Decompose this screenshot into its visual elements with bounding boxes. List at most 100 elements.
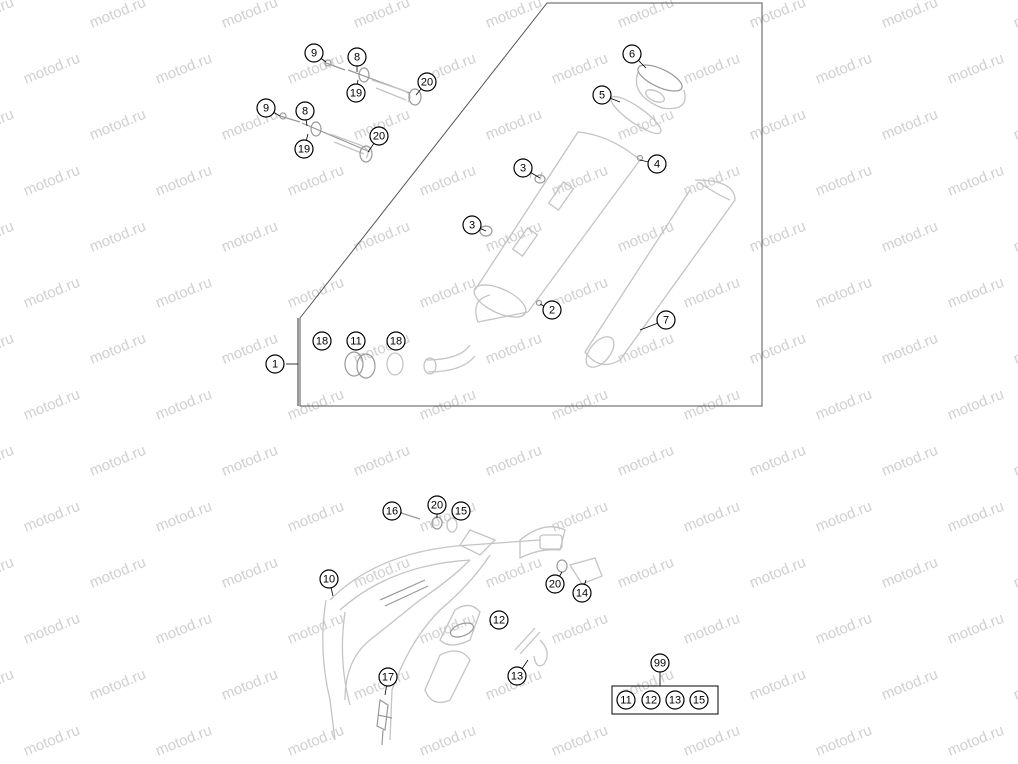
watermark-text: motod.ru (681, 610, 742, 648)
kit-box-bubble (616, 690, 636, 710)
watermark-text: motod.ru (21, 722, 82, 760)
callout-bubble (312, 331, 332, 351)
watermark-text: motod.ru (747, 442, 808, 480)
callout-bubble (346, 83, 366, 103)
callout-c6: 6 (622, 44, 642, 64)
spring-and-clamp-parts (424, 557, 603, 704)
callout-label: 14 (576, 588, 588, 600)
watermark-text: motod.ru (747, 330, 808, 368)
watermark-text: motod.ru (747, 0, 808, 32)
callout-c20b: 20 (369, 126, 389, 146)
callout-c11: 11 (346, 331, 366, 351)
lambda-sensor (376, 698, 393, 746)
callout-bubble (319, 569, 339, 589)
end-cap-gasket (610, 95, 662, 135)
callout-label: 8 (354, 52, 360, 64)
watermark-text: motod.ru (219, 666, 280, 704)
callout-label: 20 (421, 77, 433, 89)
watermark-text: motod.ru (879, 218, 940, 256)
watermark-text: motod.ru (1011, 106, 1018, 144)
callout-label: 19 (298, 144, 310, 156)
leader-lines (286, 318, 661, 686)
watermark-text: motod.ru (219, 442, 280, 480)
callout-label: 5 (599, 90, 605, 102)
callout-label: 20 (431, 500, 443, 512)
watermark-text: motod.ru (285, 162, 346, 200)
callout-c17: 17 (378, 667, 398, 687)
callout-bubble (378, 667, 398, 687)
watermark-text: motod.ru (87, 106, 148, 144)
watermark-text: motod.ru (21, 610, 82, 648)
watermark-text: motod.ru (285, 722, 346, 760)
watermark-text: motod.ru (549, 610, 610, 648)
connection-rings (344, 344, 476, 379)
watermark-text: motod.ru (879, 330, 940, 368)
callout-label: 10 (323, 574, 335, 586)
kit-box-item: 11 (616, 690, 636, 710)
watermark-text: motod.ru (87, 330, 148, 368)
watermark-text: motod.ru (351, 442, 412, 480)
watermark-text: motod.ru (0, 218, 16, 256)
watermark-text: motod.ru (681, 386, 742, 424)
watermark-text: motod.ru (483, 442, 544, 480)
callout-c9a: 9 (304, 43, 324, 63)
watermark-text: motod.ru (879, 442, 940, 480)
callout-bubble (369, 126, 389, 146)
watermark-text: motod.ru (21, 162, 82, 200)
callout-label: 19 (350, 88, 362, 100)
watermark-text: motod.ru (87, 554, 148, 592)
watermark-text: motod.ru (945, 610, 1006, 648)
callout-bubble (382, 501, 402, 521)
watermark-text: motod.ru (219, 0, 280, 32)
kit-box-label: 13 (669, 695, 681, 707)
watermark-text: motod.ru (417, 274, 478, 312)
callout-bubble (656, 310, 676, 330)
callout-label: 99 (654, 658, 666, 670)
watermark-text: motod.ru (0, 554, 16, 592)
kit-box-item: 15 (689, 690, 709, 710)
callout-bubble (647, 154, 667, 174)
watermark-text: motod.ru (615, 0, 676, 32)
watermark-text: motod.ru (153, 50, 214, 88)
callout-c3a: 3 (513, 158, 533, 178)
callout-c12: 12 (489, 610, 509, 630)
callout-bubble (294, 139, 314, 159)
callout-c13: 13 (507, 666, 527, 686)
watermark-text: motod.ru (615, 442, 676, 480)
watermark-text: motod.ru (747, 218, 808, 256)
watermark-text: motod.ru (417, 386, 478, 424)
watermark-text: motod.ru (0, 106, 16, 144)
watermark-text: motod.ru (483, 0, 544, 32)
watermark-text: motod.ru (1011, 218, 1018, 256)
callout-bubble (346, 331, 366, 351)
watermark-text: motod.ru (0, 0, 16, 32)
kit-box-item: 13 (665, 690, 685, 710)
callout-c14: 14 (572, 583, 592, 603)
watermark-text: motod.ru (285, 274, 346, 312)
watermark-text: motod.ru (0, 666, 16, 704)
callout-c8b: 8 (295, 101, 315, 121)
watermark-text: motod.ru (549, 386, 610, 424)
watermark-text: motod.ru (945, 386, 1006, 424)
watermark-text: motod.ru (681, 50, 742, 88)
watermark-text: motod.ru (417, 162, 478, 200)
callout-c16: 16 (382, 501, 402, 521)
callout-c18a: 18 (312, 331, 332, 351)
callout-label: 11 (350, 336, 361, 348)
watermark-text: motod.ru (1011, 554, 1018, 592)
callout-bubble (304, 43, 324, 63)
watermark-text: motod.ru (681, 274, 742, 312)
kit-box-bubble (641, 690, 661, 710)
watermark-text: motod.ru (153, 162, 214, 200)
kit-box-label: 15 (693, 695, 705, 707)
callout-label: 9 (263, 103, 269, 115)
callout-label: 7 (663, 315, 669, 327)
watermark-text: motod.ru (153, 722, 214, 760)
watermark-text: motod.ru (549, 162, 610, 200)
callout-c19a: 19 (346, 83, 366, 103)
watermark-text: motod.ru (615, 218, 676, 256)
watermark-text: motod.ru (483, 554, 544, 592)
